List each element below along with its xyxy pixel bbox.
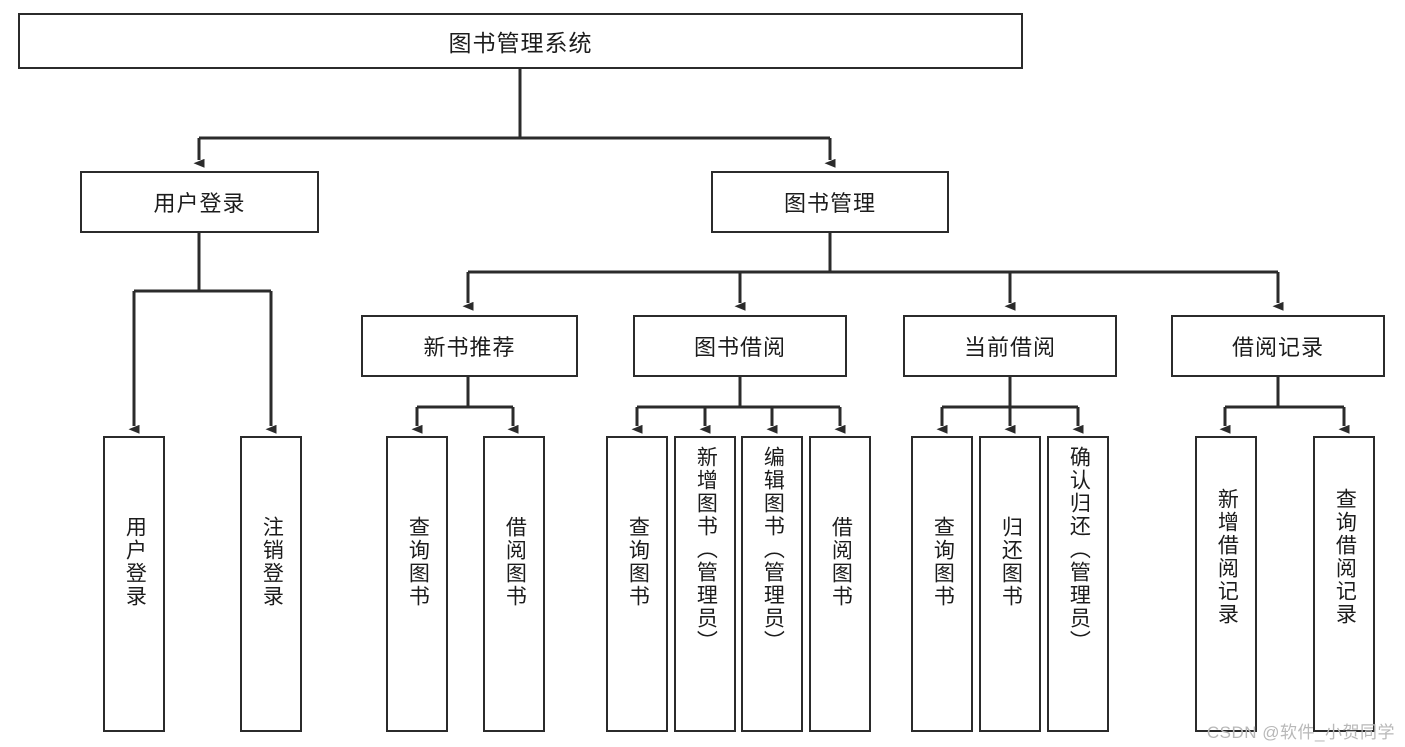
- leaf-borrow-record-add-label: 新增借阅记录: [1215, 488, 1239, 626]
- leaf-book-borrow-query-label: 查询图书: [626, 516, 650, 608]
- node-new-book-recommend-label: 新书推荐: [423, 335, 516, 360]
- node-root-system[interactable]: 图书管理系统: [18, 13, 1023, 69]
- node-borrow-record-label: 借阅记录: [1231, 335, 1324, 360]
- leaf-current-borrow-query-label: 查询图书: [931, 516, 955, 608]
- leaf-new-book-borrow-label: 借阅图书: [503, 516, 527, 608]
- leaf-new-book-borrow[interactable]: 借阅图书: [483, 436, 545, 732]
- leaf-current-borrow-confirm-label: 确认归还（管理员）: [1067, 446, 1091, 653]
- node-book-management[interactable]: 图书管理: [711, 171, 949, 233]
- node-user-login-label: 用户登录: [153, 191, 246, 216]
- leaf-current-borrow-confirm[interactable]: 确认归还（管理员）: [1047, 436, 1109, 732]
- leaf-book-borrow-query[interactable]: 查询图书: [606, 436, 668, 732]
- node-new-book-recommend[interactable]: 新书推荐: [361, 315, 578, 377]
- leaf-new-book-query[interactable]: 查询图书: [386, 436, 448, 732]
- node-book-management-label: 图书管理: [783, 191, 876, 216]
- node-user-login[interactable]: 用户登录: [80, 171, 319, 233]
- leaf-user-login-logout[interactable]: 注销登录: [240, 436, 302, 732]
- node-borrow-record[interactable]: 借阅记录: [1171, 315, 1385, 377]
- node-current-borrow[interactable]: 当前借阅: [903, 315, 1117, 377]
- leaf-book-borrow-borrow[interactable]: 借阅图书: [809, 436, 871, 732]
- leaf-book-borrow-edit[interactable]: 编辑图书（管理员）: [741, 436, 803, 732]
- leaf-current-borrow-return-label: 归还图书: [999, 516, 1023, 608]
- leaf-borrow-record-query-label: 查询借阅记录: [1333, 488, 1357, 626]
- node-current-borrow-label: 当前借阅: [963, 335, 1056, 360]
- leaf-borrow-record-add[interactable]: 新增借阅记录: [1195, 436, 1257, 732]
- leaf-new-book-query-label: 查询图书: [406, 516, 430, 608]
- leaf-user-login-logout-label: 注销登录: [260, 516, 284, 608]
- node-root-label: 图书管理系统: [448, 30, 593, 56]
- leaf-borrow-record-query[interactable]: 查询借阅记录: [1313, 436, 1375, 732]
- leaf-user-login-login[interactable]: 用户登录: [103, 436, 165, 732]
- node-book-borrow-label: 图书借阅: [693, 335, 786, 360]
- leaf-book-borrow-add[interactable]: 新增图书（管理员）: [674, 436, 736, 732]
- node-book-borrow[interactable]: 图书借阅: [633, 315, 847, 377]
- leaf-book-borrow-edit-label: 编辑图书（管理员）: [761, 446, 785, 653]
- leaf-current-borrow-query[interactable]: 查询图书: [911, 436, 973, 732]
- leaf-book-borrow-borrow-label: 借阅图书: [829, 516, 853, 608]
- leaf-book-borrow-add-label: 新增图书（管理员）: [694, 446, 718, 653]
- leaf-current-borrow-return[interactable]: 归还图书: [979, 436, 1041, 732]
- leaf-user-login-login-label: 用户登录: [123, 516, 147, 608]
